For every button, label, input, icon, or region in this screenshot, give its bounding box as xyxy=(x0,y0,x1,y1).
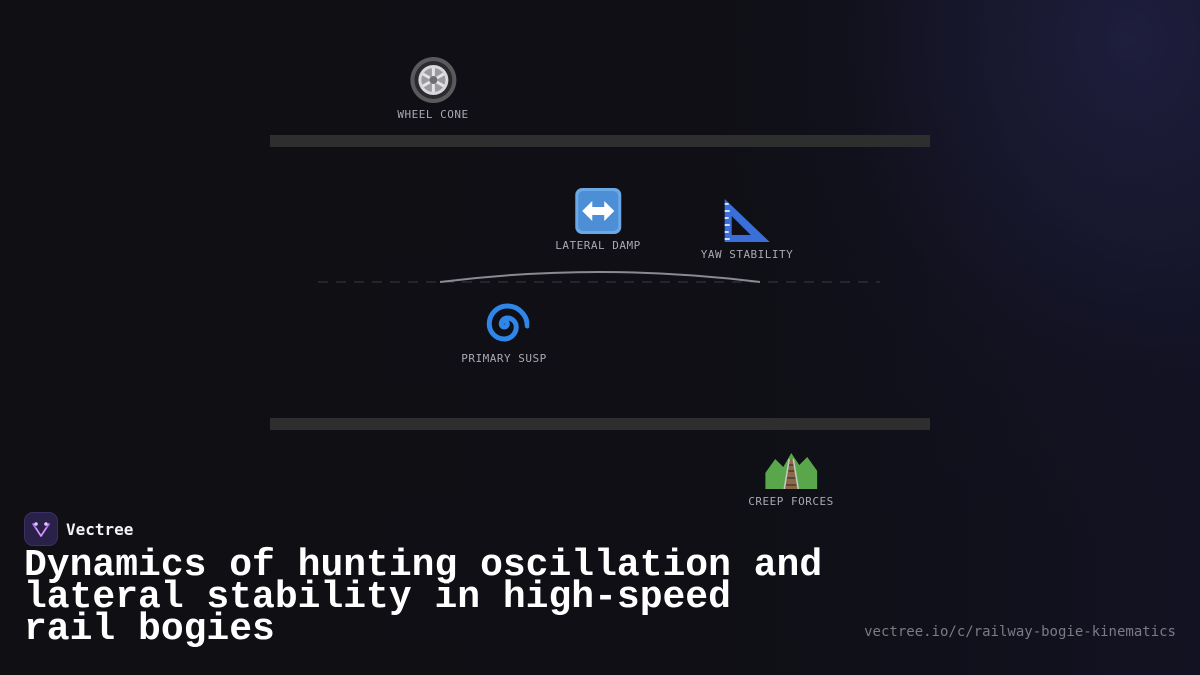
left-right-arrow-icon xyxy=(574,186,622,236)
node-creep-forces: CREEP FORCES xyxy=(748,442,833,508)
source-url[interactable]: vectree.io/c/railway-bogie-kinematics xyxy=(864,624,1176,640)
rail-top xyxy=(270,135,930,147)
node-label: YAW STABILITY xyxy=(700,248,794,261)
brand-name: Vectree xyxy=(66,519,134,539)
node-primary-susp: PRIMARY SUSP xyxy=(461,299,546,365)
cyclone-icon xyxy=(479,299,529,349)
node-wheel-cone: WHEEL CONE xyxy=(397,55,468,121)
node-label: CREEP FORCES xyxy=(748,495,834,508)
hunting-wave-curve xyxy=(439,271,761,283)
node-lateral-damp: LATERAL DAMP xyxy=(555,186,640,252)
railway-track-icon xyxy=(764,442,817,492)
wheel-icon xyxy=(409,55,457,105)
rail-bottom xyxy=(270,418,930,430)
brand: Vectree xyxy=(24,512,133,546)
page-title: Dynamics of hunting oscillation and late… xyxy=(24,544,823,651)
node-label: PRIMARY SUSP xyxy=(461,352,547,365)
node-label: LATERAL DAMP xyxy=(555,239,641,252)
vectree-logo-icon xyxy=(24,512,58,546)
triangular-ruler-icon xyxy=(721,195,773,245)
node-label: WHEEL CONE xyxy=(397,108,469,121)
node-yaw-stability: YAW STABILITY xyxy=(701,195,794,261)
